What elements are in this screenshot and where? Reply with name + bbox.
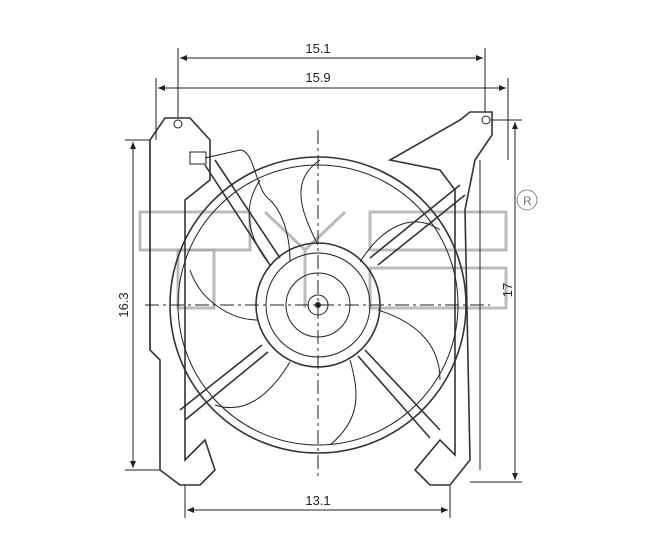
svg-text:13.1: 13.1 (305, 493, 330, 508)
registered-mark: R (523, 194, 532, 208)
svg-text:17: 17 (500, 283, 515, 297)
tyc-watermark: R (138, 189, 538, 310)
dimension-17: 17 (470, 119, 522, 483)
dimension-15-9: 15.9 (155, 70, 509, 160)
svg-text:16.3: 16.3 (116, 292, 131, 317)
svg-text:15.9: 15.9 (305, 70, 330, 85)
fan-blade-assembly (145, 130, 490, 480)
dimension-13-1: 13.1 (184, 485, 451, 518)
fan-shroud (149, 111, 493, 486)
svg-text:15.1: 15.1 (305, 41, 330, 56)
dimension-16-3: 16.3 (116, 139, 160, 471)
dimension-15-1: 15.1 (177, 41, 486, 118)
